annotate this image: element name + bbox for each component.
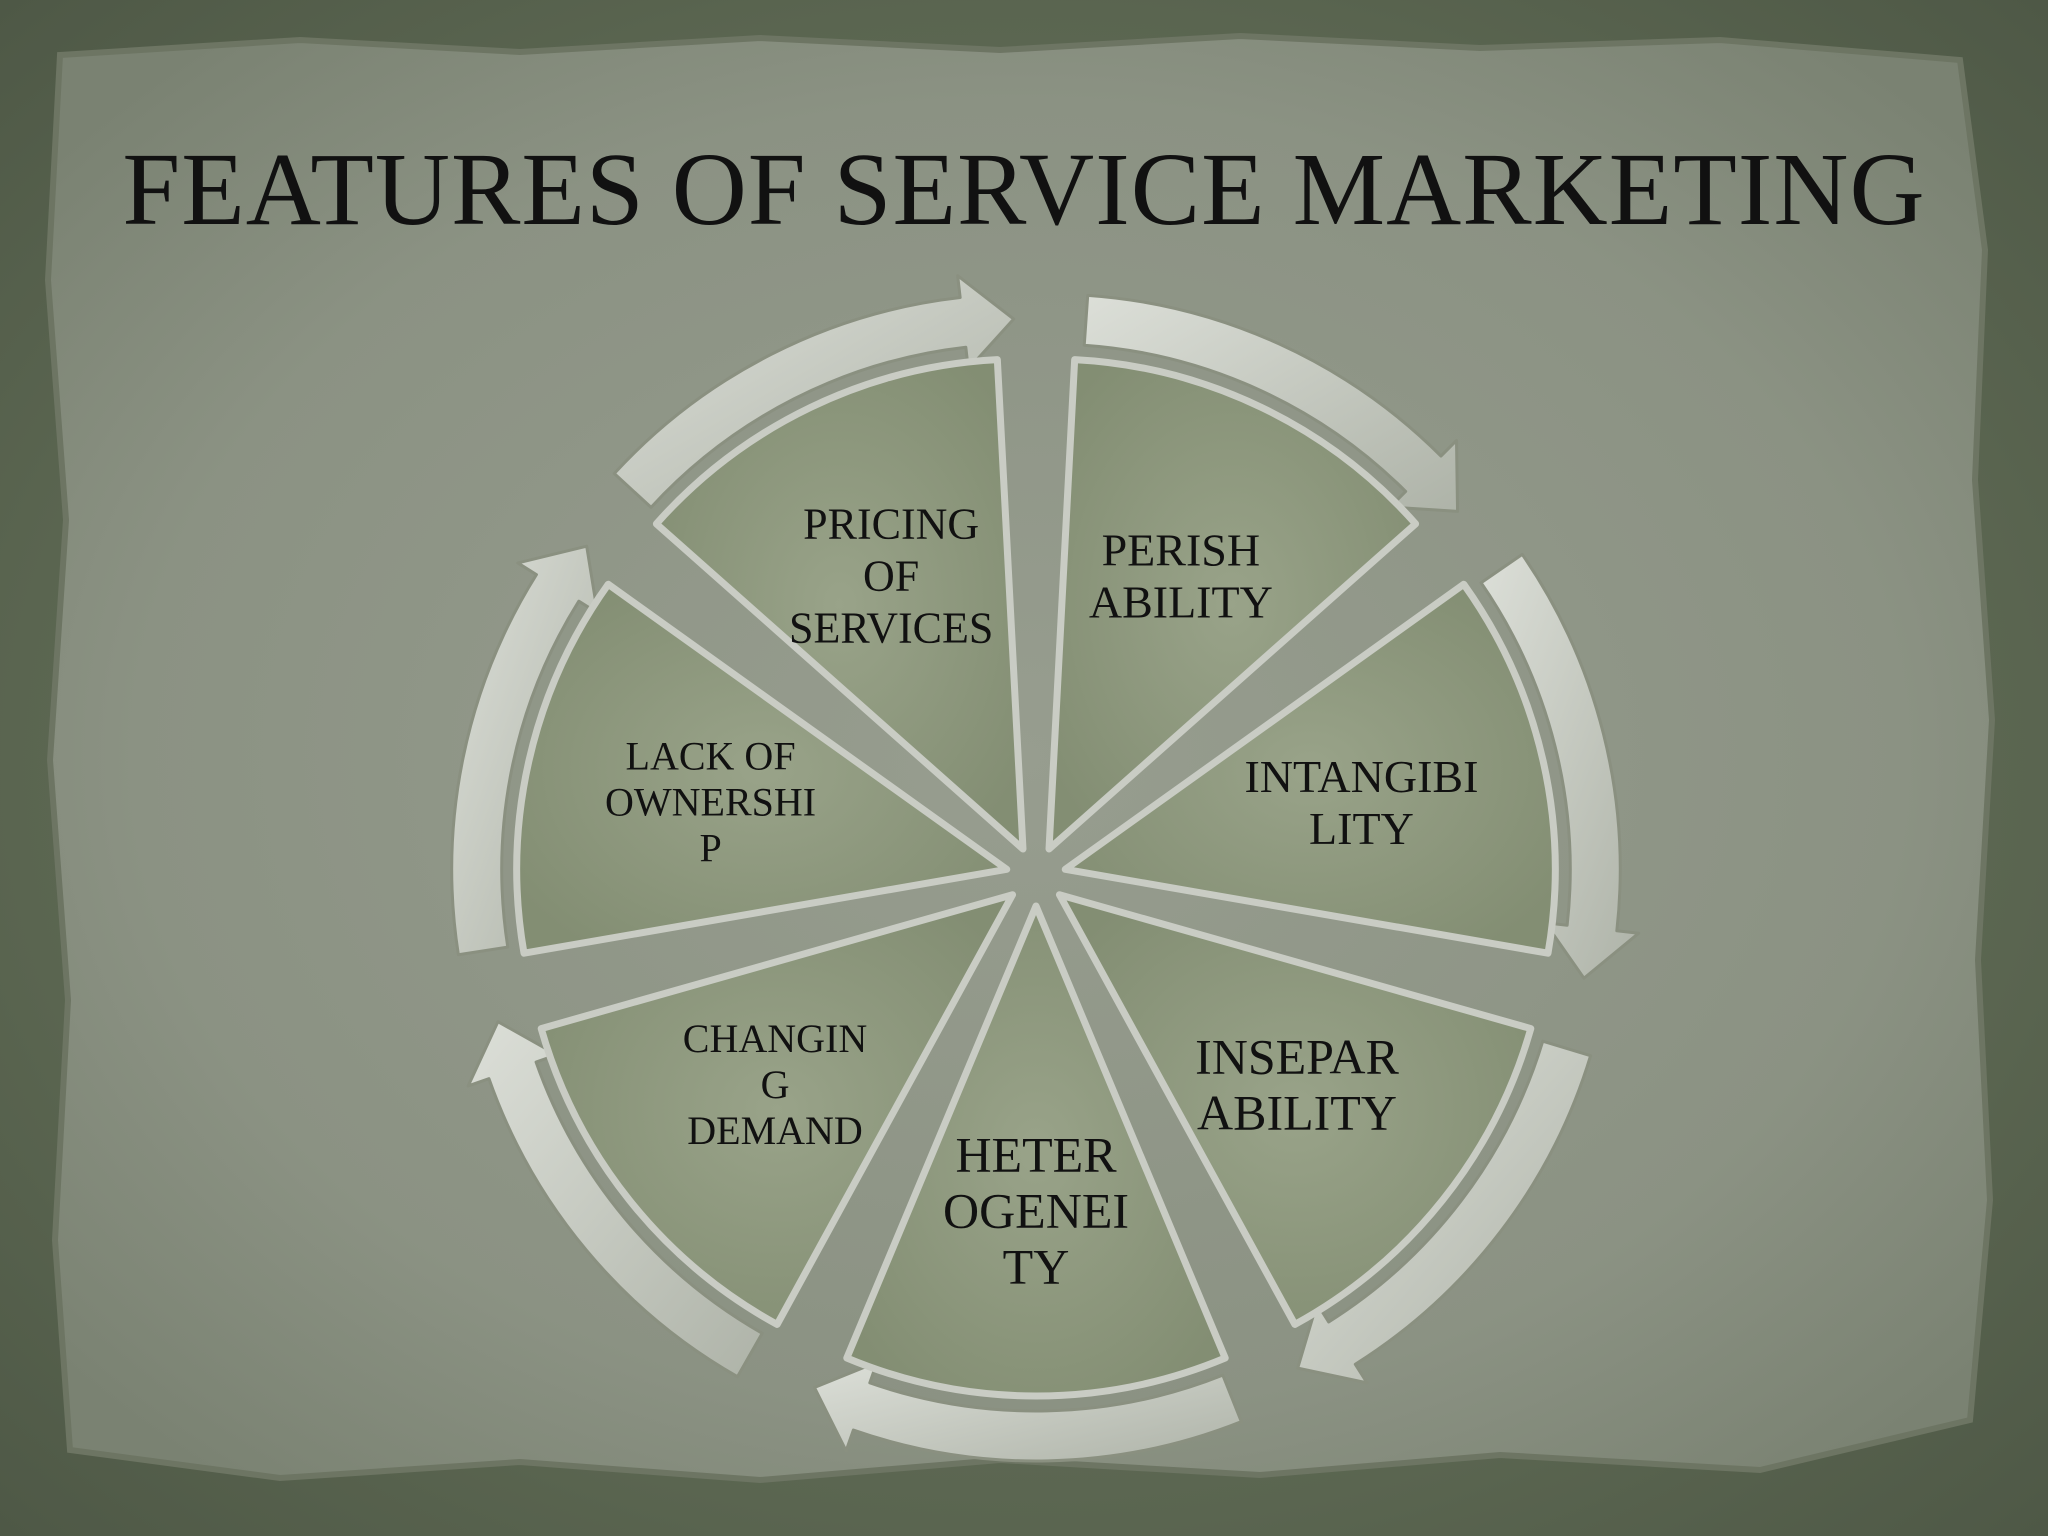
- arrow-lack-of-ownership: [450, 544, 599, 957]
- cycle-segments: [513, 356, 1559, 1400]
- segment-perishability: [1045, 356, 1420, 853]
- arrow-heterogeneity: [812, 1360, 1243, 1463]
- label-line: TY: [1003, 1238, 1070, 1294]
- label-line: ABILITY: [1089, 576, 1273, 627]
- label-line: PERISH: [1102, 524, 1260, 575]
- segment-pricing-of-services: [652, 356, 1027, 853]
- cycle-arrows: [450, 274, 1641, 1463]
- label-line: INSEPAR: [1195, 1029, 1399, 1085]
- label-line: PRICING: [803, 500, 979, 549]
- label-line: OWNERSHI: [605, 780, 816, 825]
- label-line: HETER: [955, 1126, 1117, 1182]
- label-line: ABILITY: [1197, 1085, 1397, 1141]
- label-line: G: [761, 1062, 790, 1107]
- label-line: DEMAND: [687, 1108, 863, 1153]
- segment-lack-of-ownership: [513, 580, 1011, 957]
- label-line: P: [699, 826, 721, 871]
- segment-changing-demand: [537, 891, 1017, 1328]
- label-line: CHANGIN: [683, 1016, 867, 1061]
- label-line: OGENEI: [943, 1182, 1129, 1238]
- label-line: OF: [863, 552, 919, 601]
- label-line: LACK OF: [626, 734, 796, 779]
- label-line: LITY: [1309, 803, 1414, 854]
- label-line: SERVICES: [789, 604, 993, 653]
- arrow-perishability: [1082, 293, 1460, 513]
- segment-heterogeneity: [843, 902, 1229, 1400]
- segment-inseparability: [1055, 891, 1535, 1328]
- label-line: INTANGIBI: [1244, 751, 1478, 802]
- arrow-changing-demand: [466, 1020, 764, 1379]
- arrow-pricing-of-services: [612, 274, 1016, 509]
- slide-title: FEATURES OF SERVICE MARKETING: [122, 132, 1926, 247]
- segment-intangibility: [1061, 580, 1559, 957]
- arrow-inseparability: [1296, 1039, 1593, 1385]
- arrow-intangibility: [1479, 552, 1641, 980]
